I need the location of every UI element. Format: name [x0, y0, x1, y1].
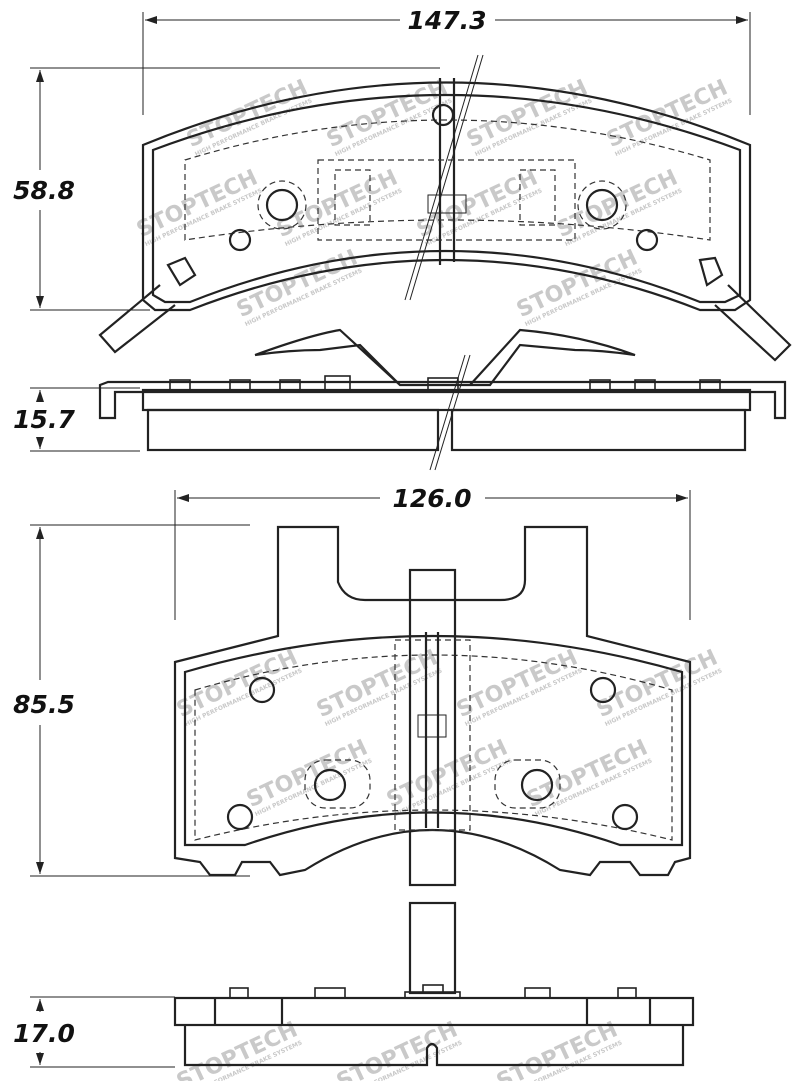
dimension-85-5: 85.5	[13, 690, 75, 719]
svg-text:STOPTECH: STOPTECH	[243, 735, 372, 813]
svg-text:STOPTECH: STOPTECH	[523, 735, 652, 813]
svg-text:STOPTECH: STOPTECH	[453, 645, 582, 723]
svg-text:STOPTECH: STOPTECH	[413, 165, 542, 243]
dimension-147-3: 147.3	[407, 6, 486, 35]
dimension-15-7: 15.7	[13, 405, 75, 434]
inner-pad-front-view	[173, 525, 692, 887]
outer-pad-side-view	[98, 328, 787, 471]
inner-pad-side-view	[173, 901, 695, 1067]
svg-text:STOPTECH: STOPTECH	[383, 735, 512, 813]
svg-text:STOPTECH: STOPTECH	[233, 245, 362, 323]
outer-pad-front-view	[98, 54, 792, 362]
svg-text:STOPTECH: STOPTECH	[273, 165, 402, 243]
dimension-126-0: 126.0	[392, 484, 471, 513]
dimension-lines	[30, 12, 751, 1068]
svg-text:STOPTECH: STOPTECH	[183, 75, 312, 153]
dimension-58-8: 58.8	[13, 176, 75, 205]
dimension-17-0: 17.0	[13, 1019, 75, 1048]
